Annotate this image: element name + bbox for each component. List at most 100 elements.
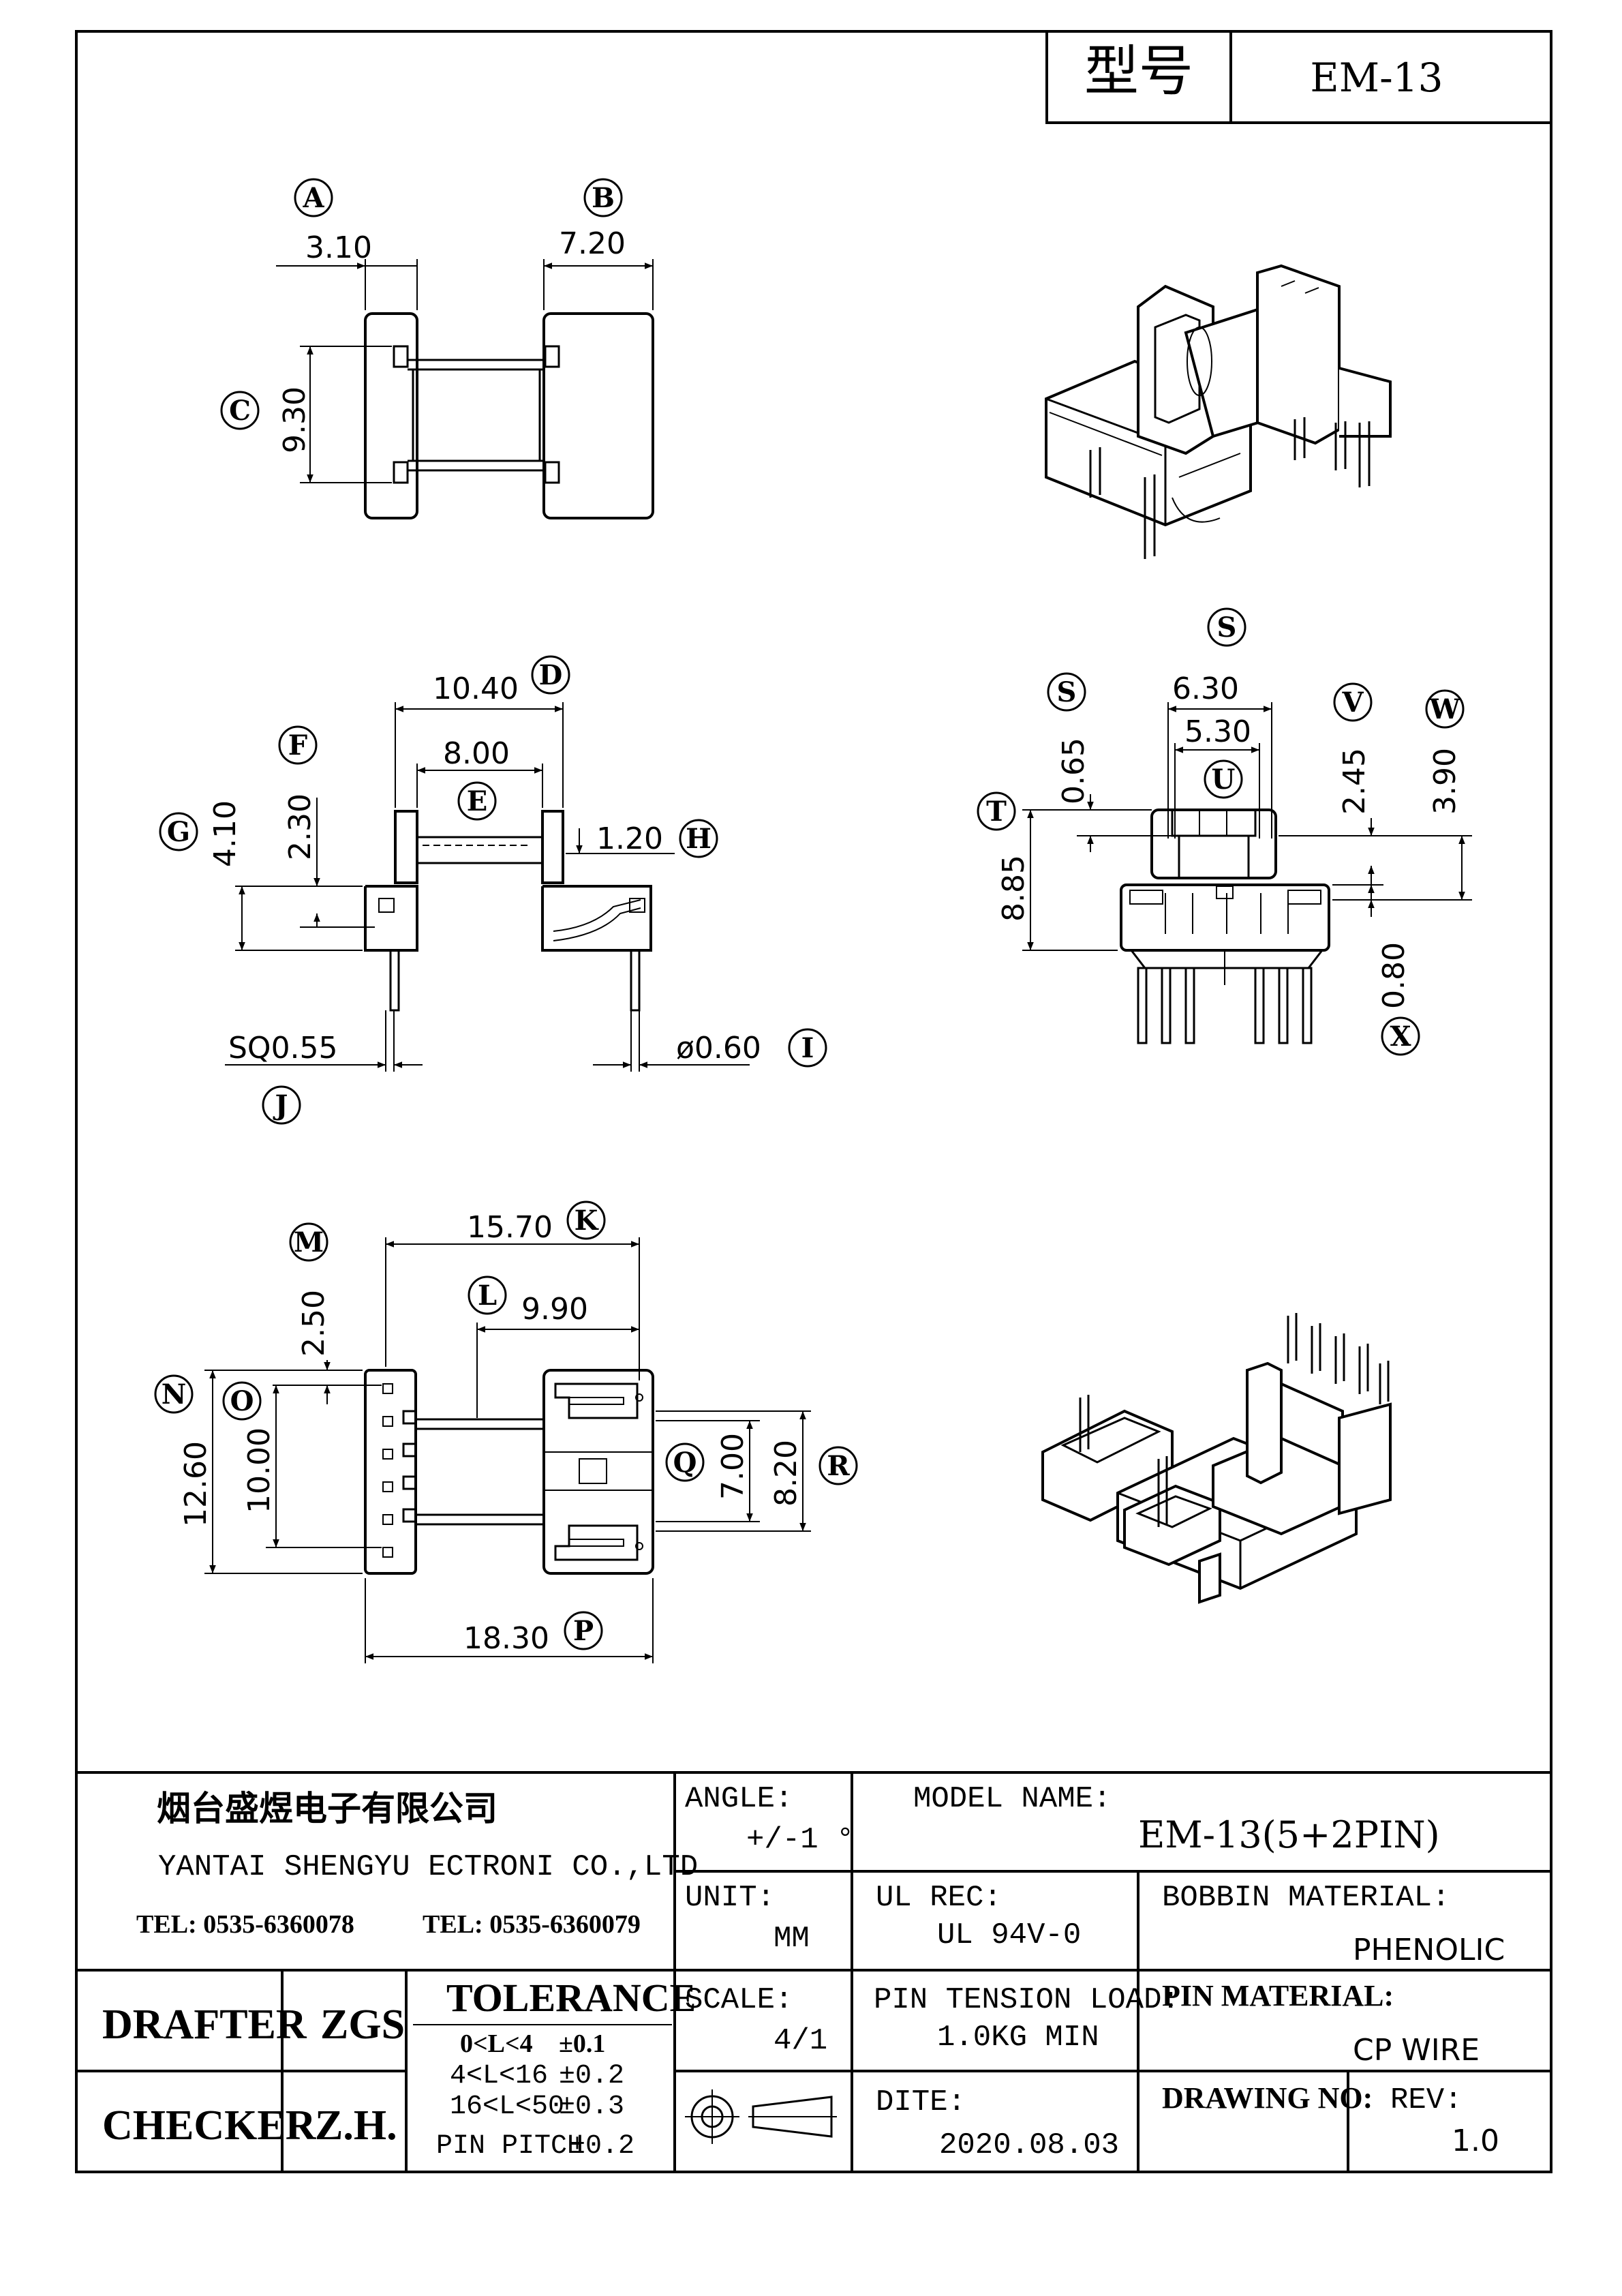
svg-text:K: K: [575, 1205, 599, 1237]
ul-rec-label: UL REC:: [876, 1881, 1002, 1915]
dim-t: 8.85: [996, 809, 1118, 951]
dim-m: 2.50: [204, 1290, 382, 1404]
callout-g: G: [159, 812, 198, 851]
svg-text:18.30: 18.30: [463, 1621, 549, 1656]
drawing-no-label: DRAWING NO:: [1162, 2081, 1373, 2115]
svg-text:W: W: [1429, 693, 1461, 725]
svg-text:X: X: [1390, 1021, 1411, 1053]
company-name-en: YANTAI SHENGYU ECTRONI CO.,LTD: [158, 1850, 698, 1884]
tolerance-title: TOLERANCE: [446, 1976, 696, 2020]
svg-text:C: C: [229, 395, 251, 427]
tolerance-range-3: 16<L<50: [450, 2091, 564, 2122]
svg-text:S: S: [1217, 611, 1237, 644]
callout-x: X: [1381, 1016, 1420, 1056]
callout-n: N: [154, 1374, 194, 1414]
dim-q-r: 7.00 8.20: [656, 1410, 811, 1532]
front-view: [1120, 809, 1330, 1044]
callout-k: K: [566, 1200, 606, 1240]
svg-text:2.30: 2.30: [283, 794, 318, 860]
svg-text:5.30: 5.30: [1184, 714, 1251, 749]
callout-l: L: [468, 1275, 507, 1315]
unit-value: MM: [774, 1922, 810, 1956]
callout-p: P: [564, 1611, 603, 1650]
svg-text:15.70: 15.70: [467, 1210, 553, 1245]
dim-u: 5.30: [1174, 714, 1260, 839]
svg-text:L: L: [478, 1280, 497, 1312]
callout-m: M: [289, 1222, 328, 1262]
svg-text:J: J: [273, 1089, 288, 1121]
svg-text:R: R: [827, 1450, 850, 1482]
pin-tension-value: 1.0KG MIN: [937, 2021, 1099, 2055]
callout-s: S: [1047, 672, 1086, 712]
svg-text:3.90: 3.90: [1428, 748, 1463, 815]
drafter-label: DRAFTER: [102, 2002, 307, 2048]
bobbin-material-label: BOBBIN MATERIAL:: [1162, 1881, 1450, 1915]
model-name-label: MODEL NAME:: [913, 1782, 1111, 1816]
svg-text:Q: Q: [673, 1447, 697, 1479]
callout-w: W: [1425, 689, 1465, 729]
svg-text:I: I: [801, 1032, 814, 1064]
callout-v: V: [1333, 682, 1373, 722]
dim-e: 8.00: [416, 736, 543, 808]
scale-value: 4/1: [774, 2024, 827, 2058]
callout-s: S: [1207, 607, 1246, 647]
tolerance-range-1: 0<L<4: [460, 2029, 533, 2058]
svg-text:4.10: 4.10: [208, 800, 243, 867]
dim-n: 12.60: [179, 1370, 363, 1574]
dim-b: 7.20: [543, 226, 654, 310]
svg-text:7.20: 7.20: [559, 226, 626, 261]
rev-label: REV:: [1390, 2083, 1463, 2117]
ul-rec-value: UL 94V-0: [937, 1918, 1081, 1952]
tolerance-range-2: 4<L<16: [450, 2061, 548, 2091]
isometric-view-bottom: [1041, 1313, 1392, 1604]
pin-material-label: PIN MATERIAL:: [1162, 1979, 1394, 2012]
svg-text:V: V: [1341, 686, 1364, 719]
svg-text:S: S: [1057, 676, 1077, 708]
callout-h: H: [679, 819, 718, 858]
svg-text:12.60: 12.60: [179, 1441, 213, 1527]
tolerance-value-3: ±0.3: [559, 2091, 624, 2122]
unit-label: UNIT:: [685, 1881, 775, 1915]
sheet-border: [75, 30, 1552, 2173]
svg-text:SQ0.55: SQ0.55: [228, 1031, 338, 1066]
svg-text:9.90: 9.90: [521, 1292, 588, 1327]
dim-h: 1.20: [566, 821, 675, 887]
callout-d: D: [531, 655, 570, 695]
callout-c: C: [220, 391, 260, 430]
dim-d: 10.40: [395, 671, 564, 808]
dim-i: ø0.60: [593, 1031, 761, 1068]
tolerance-value-1: ±0.1: [559, 2029, 605, 2058]
svg-text:0.65: 0.65: [1056, 738, 1091, 804]
pin-material-value: CP WIRE: [1353, 2033, 1480, 2068]
svg-text:2.45: 2.45: [1337, 748, 1372, 815]
dim-o: 10.00: [242, 1385, 382, 1548]
svg-text:3.10: 3.10: [305, 230, 372, 265]
callout-q: Q: [665, 1442, 705, 1482]
svg-text:2.50: 2.50: [296, 1290, 331, 1357]
svg-text:6.30: 6.30: [1172, 671, 1239, 706]
svg-text:T: T: [986, 796, 1007, 828]
model-header-value: EM-13: [1310, 55, 1443, 101]
bobbin-material-value: PHENOLIC: [1353, 1933, 1505, 1967]
tel-1: TEL: 0535-6360078: [136, 1910, 354, 1939]
svg-text:U: U: [1212, 764, 1236, 796]
svg-text:B: B: [592, 182, 615, 214]
projection-symbol: [685, 2089, 837, 2144]
svg-text:A: A: [302, 182, 324, 214]
scale-label: SCALE:: [685, 1983, 793, 2017]
pin-pitch-value: ±0.2: [569, 2131, 634, 2162]
svg-text:F: F: [288, 729, 307, 761]
company-name-cn: 烟台盛煜电子有限公司: [157, 1789, 498, 1828]
checker-value: Z.H.: [315, 2102, 397, 2149]
svg-text:P: P: [573, 1615, 594, 1647]
callout-i: I: [788, 1028, 827, 1068]
svg-text:10.40: 10.40: [433, 671, 519, 706]
dim-a: 3.10: [276, 230, 418, 310]
callout-r: R: [818, 1446, 858, 1485]
svg-text:ø0.60: ø0.60: [676, 1031, 761, 1066]
svg-text:E: E: [467, 785, 488, 817]
pin-tension-label: PIN TENSION LOAD:: [874, 1983, 1180, 2017]
callout-t: T: [977, 791, 1016, 831]
